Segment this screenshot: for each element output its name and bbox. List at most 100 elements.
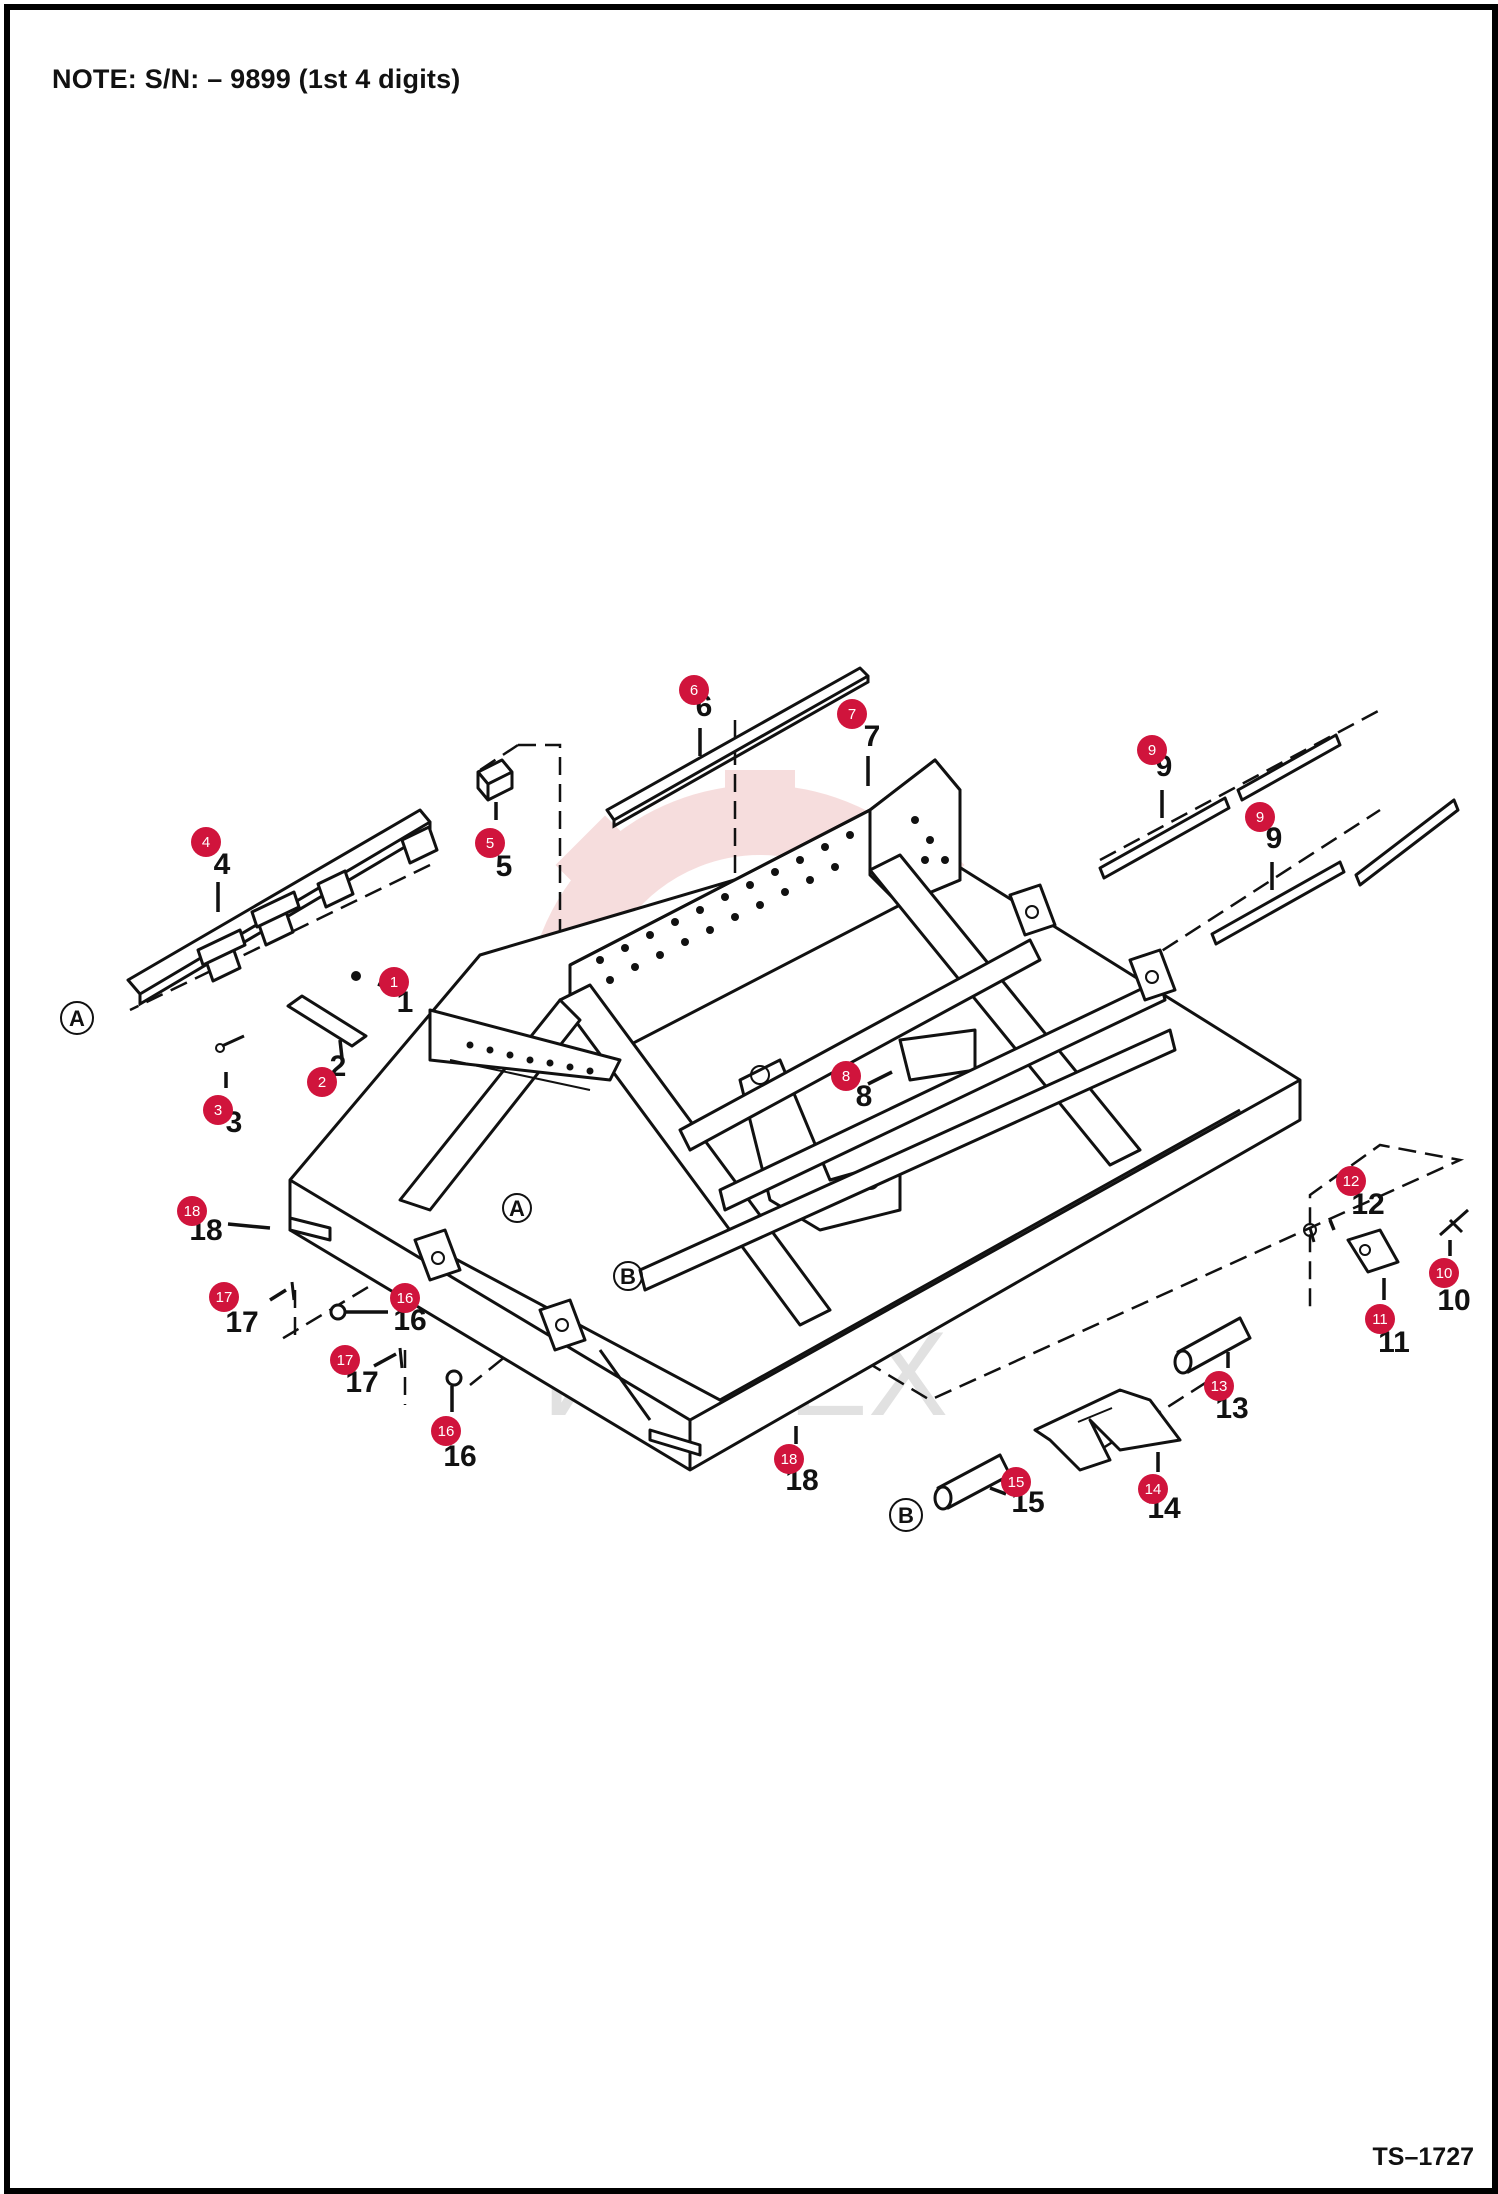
callout-badge-label: 12 [1343, 1173, 1360, 1190]
callout-badge-circle [1336, 1166, 1366, 1196]
part-13-tube [1173, 1316, 1252, 1375]
callout-badge-circle [831, 1061, 861, 1091]
callouts: 1122334455667788999910101111121213131414… [177, 675, 1471, 1525]
callout-badge-label: 9 [1256, 809, 1264, 826]
callout-badge-label: 3 [214, 1102, 222, 1119]
callout-leader [1328, 1219, 1336, 1231]
callout-badge-label: 6 [690, 682, 698, 699]
callout-number: 9 [1266, 822, 1283, 855]
callout-badge-circle [330, 1345, 360, 1375]
callout-badge-label: 15 [1008, 1474, 1025, 1491]
callout-badge-label: 13 [1211, 1378, 1228, 1395]
callout-badge-circle [1429, 1258, 1459, 1288]
callout-badge-circle [307, 1067, 337, 1097]
callout-badge-circle [191, 827, 221, 857]
part-15-tube [933, 1453, 1012, 1511]
reference-markers: A B [60, 1001, 923, 1532]
callout-badge-label: 14 [1145, 1481, 1162, 1498]
reference-a-left: A [69, 1006, 85, 1031]
callout-badge-circle [379, 967, 409, 997]
callout-number: 8 [856, 1080, 873, 1113]
rail-holes [596, 816, 949, 984]
callout-number: 7 [864, 720, 881, 753]
callout-badge-label: 16 [397, 1290, 414, 1307]
part-3-bolt [215, 1034, 245, 1053]
callout-c3a: 33 [203, 1072, 242, 1139]
callout-badge-label: 18 [781, 1451, 798, 1468]
callout-badge-label: 7 [848, 706, 856, 723]
part-1-nut [351, 971, 361, 981]
callout-badge-circle [1001, 1467, 1031, 1497]
part-9-bars [1098, 733, 1460, 946]
callout-badge-label: 18 [184, 1203, 201, 1220]
reference-b-deck: B [620, 1264, 636, 1289]
callout-badge-label: 17 [216, 1289, 233, 1306]
callout-c6a: 66 [679, 675, 712, 756]
callout-badge-circle [1137, 735, 1167, 765]
callout-badge-label: 16 [438, 1423, 455, 1440]
callout-c9b: 99 [1245, 802, 1282, 890]
parts-10-12-hardware [1303, 1208, 1469, 1274]
callout-badge-circle [390, 1283, 420, 1313]
reference-a-circle-left [60, 1001, 94, 1035]
part-5-block [476, 758, 514, 802]
drawing-frame [4, 4, 1498, 2194]
callout-badge-label: 8 [842, 1068, 850, 1085]
part-17-pins [290, 1281, 404, 1369]
part-4-bar [126, 808, 439, 1007]
callout-badge-circle [431, 1416, 461, 1446]
callout-badge-circle [774, 1444, 804, 1474]
callout-badge-circle [1138, 1474, 1168, 1504]
callout-leader [867, 1070, 893, 1086]
callout-badge-label: 10 [1436, 1265, 1453, 1282]
serial-note: NOTE: S/N: – 9899 (1st 4 digits) [52, 64, 461, 94]
callout-number: 5 [496, 850, 513, 883]
callout-badge-label: 5 [486, 835, 494, 852]
part-14-bracket [1033, 1388, 1182, 1472]
callout-leader [373, 1352, 397, 1368]
part-6-rail [605, 666, 870, 829]
callout-badge-circle [1365, 1304, 1395, 1334]
reference-a-deck: A [509, 1196, 525, 1221]
callout-badge-circle [203, 1095, 233, 1125]
callout-leader [989, 1486, 1007, 1496]
part-2-strap [286, 994, 368, 1048]
callout-c2a: 22 [307, 1039, 346, 1097]
callout-badge-circle [209, 1282, 239, 1312]
callout-badge-circle [475, 828, 505, 858]
callout-c7a: 77 [837, 699, 880, 786]
callout-c5a: 55 [475, 802, 512, 883]
callout-badge-circle [177, 1196, 207, 1226]
callout-leader [338, 1039, 344, 1059]
drawing-id: TS–1727 [1372, 2143, 1474, 2171]
reference-b-circle-bottom [889, 1498, 923, 1532]
callout-number: 4 [214, 848, 231, 881]
reference-b-circle-deck [613, 1261, 643, 1291]
callout-badge-circle [1204, 1371, 1234, 1401]
callout-badge-circle [1245, 802, 1275, 832]
callout-badge-label: 9 [1148, 742, 1156, 759]
callout-number: 17 [225, 1306, 258, 1339]
callout-leader [269, 1288, 287, 1302]
callout-c4a: 44 [191, 827, 231, 912]
callout-badge-label: 17 [337, 1352, 354, 1369]
callout-c8a: 88 [831, 1061, 893, 1113]
reference-a-circle-deck [502, 1193, 532, 1223]
callout-badge-label: 2 [318, 1074, 326, 1091]
callout-c1a: 11 [377, 967, 413, 1019]
callout-leader [227, 1222, 271, 1230]
callout-badge-circle [837, 699, 867, 729]
brace-holes [466, 1041, 594, 1075]
